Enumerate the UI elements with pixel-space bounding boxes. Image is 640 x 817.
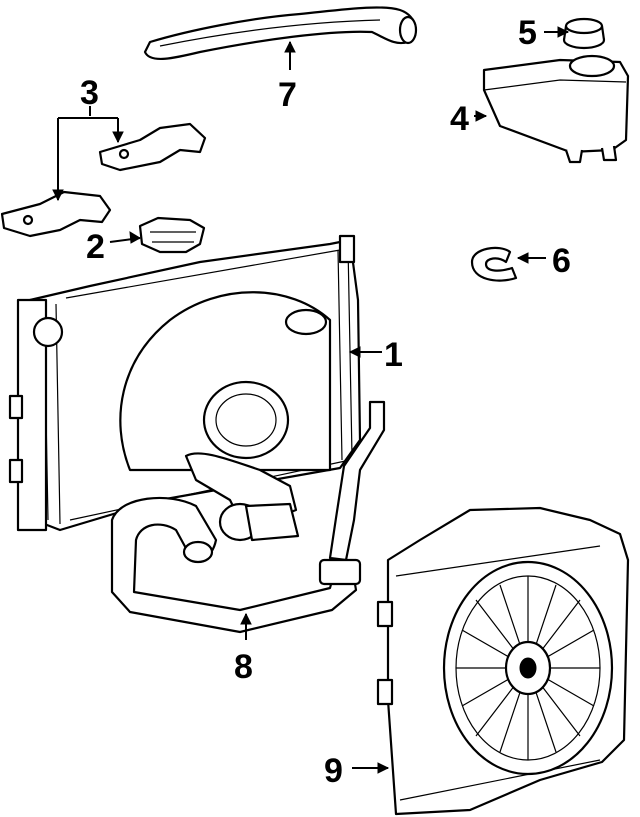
- part-radiator: [8, 234, 386, 562]
- part-upper-radiator-hose: [143, 6, 418, 61]
- part-lower-radiator-hose: [110, 452, 362, 634]
- part-radiator-insulator: [138, 216, 206, 254]
- part-fan-assembly: [376, 506, 630, 816]
- callout-5: 5: [518, 14, 537, 52]
- part-small-hose: [470, 246, 518, 282]
- leader-3: [57, 106, 119, 200]
- callout-6: 6: [552, 242, 571, 280]
- part-reservoir-cap: [562, 17, 606, 50]
- callout-4: 4: [450, 100, 469, 138]
- callout-7: 7: [278, 76, 297, 114]
- leader-lines: [52, 26, 570, 774]
- callout-3: 3: [80, 74, 99, 112]
- callout-8: 8: [234, 648, 253, 686]
- callout-numbers: 1 2 3 4 5 6 7 8 9: [80, 14, 571, 790]
- callout-2: 2: [86, 228, 105, 266]
- part-coolant-reservoir: [482, 54, 630, 164]
- callout-9: 9: [324, 752, 343, 790]
- callout-1: 1: [384, 336, 403, 374]
